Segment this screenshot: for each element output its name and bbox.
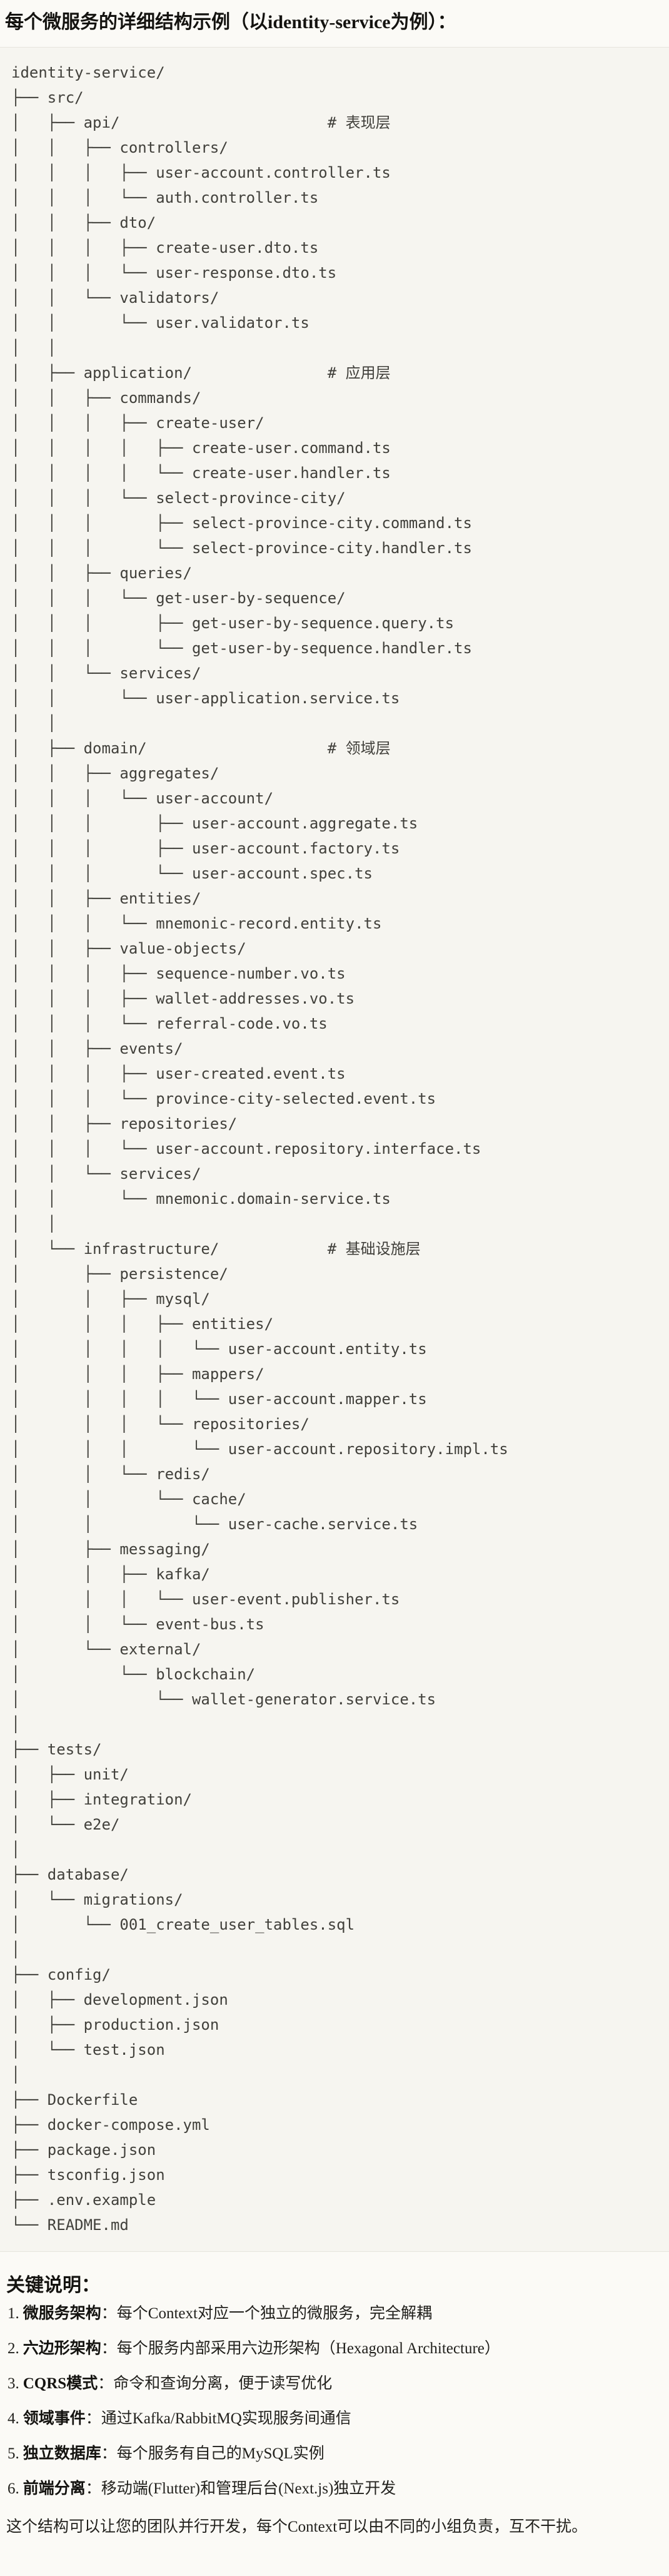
note-item: 6.前端分离：移动端(Flutter)和管理后台(Next.js)独立开发 bbox=[8, 2478, 661, 2500]
note-number: 6. bbox=[8, 2480, 19, 2497]
note-number: 2. bbox=[8, 2339, 19, 2357]
page-title: 每个微服务的详细结构示例（以identity-service为例）： bbox=[5, 12, 456, 33]
note-number: 1. bbox=[8, 2304, 19, 2322]
note-term: 微服务架构 bbox=[23, 2304, 101, 2322]
note-separator: ： bbox=[98, 2375, 114, 2392]
note-description: 每个服务有自己的MySQL实例 bbox=[116, 2445, 324, 2462]
note-separator: ： bbox=[101, 2304, 117, 2322]
file-tree-block: identity-service/ ├── src/ │ ├── api/ # … bbox=[0, 46, 669, 2252]
note-number: 3. bbox=[8, 2375, 19, 2392]
note-item: 5.独立数据库：每个服务有自己的MySQL实例 bbox=[8, 2443, 661, 2465]
note-description: 每个Context对应一个独立的微服务，完全解耦 bbox=[116, 2304, 432, 2322]
note-term: 前端分离 bbox=[23, 2480, 86, 2497]
note-item: 2.六边形架构：每个服务内部采用六边形架构（Hexagonal Architec… bbox=[8, 2338, 661, 2360]
note-description: 通过Kafka/RabbitMQ实现服务间通信 bbox=[101, 2410, 351, 2427]
note-separator: ： bbox=[85, 2410, 101, 2427]
note-separator: ： bbox=[101, 2445, 117, 2462]
note-number: 4. bbox=[8, 2410, 19, 2427]
notes-heading: 关键说明： bbox=[6, 2274, 100, 2296]
note-description: 每个服务内部采用六边形架构（Hexagonal Architecture） bbox=[116, 2339, 500, 2357]
note-item: 1.微服务架构：每个Context对应一个独立的微服务，完全解耦 bbox=[8, 2303, 661, 2324]
note-description: 移动端(Flutter)和管理后台(Next.js)独立开发 bbox=[101, 2480, 396, 2497]
closing-paragraph: 这个结构可以让您的团队并行开发，每个Context可以由不同的小组负责，互不干扰… bbox=[6, 2518, 588, 2535]
note-item: 3.CQRS模式：命令和查询分离，便于读写优化 bbox=[8, 2373, 661, 2395]
note-separator: ： bbox=[101, 2339, 117, 2357]
note-term: 领域事件 bbox=[23, 2410, 86, 2427]
note-item: 4.领域事件：通过Kafka/RabbitMQ实现服务间通信 bbox=[8, 2408, 661, 2430]
note-term: CQRS模式 bbox=[23, 2375, 98, 2392]
notes-section: 关键说明： 1.微服务架构：每个Context对应一个独立的微服务，完全解耦 2… bbox=[0, 2273, 669, 2565]
note-number: 5. bbox=[8, 2445, 19, 2462]
note-description: 命令和查询分离，便于读写优化 bbox=[113, 2375, 333, 2392]
note-term: 独立数据库 bbox=[23, 2445, 101, 2462]
file-tree: identity-service/ ├── src/ │ ├── api/ # … bbox=[11, 63, 508, 2234]
note-separator: ： bbox=[85, 2480, 101, 2497]
note-term: 六边形架构 bbox=[23, 2339, 101, 2357]
